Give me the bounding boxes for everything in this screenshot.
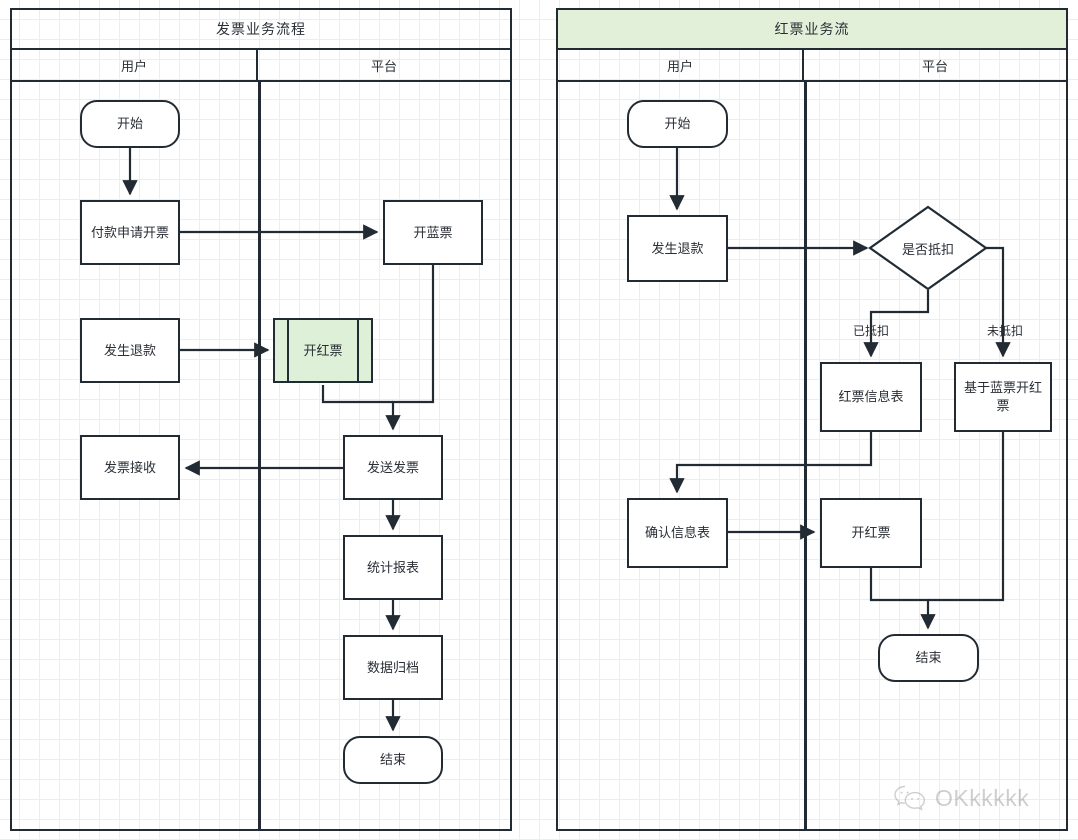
panel-invoice-process: 发票业务流程 用户 平台: [10, 8, 512, 831]
node-label: 红票信息表: [838, 389, 904, 405]
edge-r-redinfo-confirm: [669, 432, 873, 494]
node-label: 开始: [664, 116, 691, 132]
node-invoice-end[interactable]: 结束: [343, 736, 443, 784]
node-invoice-blue[interactable]: 开蓝票: [383, 200, 483, 265]
node-red-start[interactable]: 开始: [627, 100, 728, 148]
watermark: OKkkkkk: [893, 784, 1029, 812]
panel-title-invoice: 发票业务流程: [12, 10, 510, 50]
node-label: 结束: [915, 650, 942, 666]
edge-r-fromblue-end: [928, 432, 1005, 602]
node-invoice-receive[interactable]: 发票接收: [80, 435, 180, 500]
node-red-fromblue[interactable]: 基于蓝票开红票: [954, 362, 1052, 432]
lane-header-invoice-platform: 平台: [258, 50, 510, 82]
edge-r-decision-fromblue: [984, 246, 1011, 358]
watermark-text: OKkkkkk: [935, 784, 1030, 811]
node-label: 基于蓝票开红票: [963, 380, 1042, 413]
node-invoice-send[interactable]: 发送发票: [343, 435, 443, 500]
predefined-process-bar-left: [287, 320, 290, 381]
node-label: 开蓝票: [413, 224, 453, 240]
node-label: 确认信息表: [644, 525, 710, 541]
node-invoice-refund[interactable]: 发生退款: [80, 318, 180, 383]
node-invoice-red[interactable]: 开红票: [273, 318, 373, 383]
node-label: 数据归档: [366, 659, 419, 675]
node-invoice-start[interactable]: 开始: [80, 100, 180, 148]
node-label: 开始: [116, 116, 143, 132]
panel-red-invoice-process: 红票业务流 用户 平台: [556, 8, 1068, 831]
panel-title-red-invoice: 红票业务流: [558, 10, 1066, 50]
node-invoice-report[interactable]: 统计报表: [343, 535, 443, 600]
node-red-end[interactable]: 结束: [878, 634, 979, 682]
edge-r-decision-redinfo: [863, 290, 930, 358]
node-label: 发生退款: [103, 342, 156, 358]
node-label: 发送发票: [366, 459, 419, 475]
diamond-shape: [868, 205, 988, 291]
lane-divider-red: [804, 82, 807, 829]
node-red-decision[interactable]: 是否抵扣: [868, 205, 988, 291]
node-label: 开红票: [851, 525, 891, 541]
node-label: 结束: [379, 752, 406, 768]
lane-header-red-user: 用户: [558, 50, 804, 82]
node-label: 发生退款: [651, 240, 704, 256]
lane-header-red-platform: 平台: [804, 50, 1066, 82]
edge-r-issue-end: [869, 568, 936, 630]
node-label: 发票接收: [103, 459, 156, 475]
node-label: 是否抵扣: [901, 241, 954, 257]
lane-divider-invoice: [258, 82, 261, 829]
predefined-process-bar-right: [356, 320, 359, 381]
node-label: 开红票: [303, 342, 343, 358]
node-red-confirm[interactable]: 确认信息表: [627, 498, 728, 568]
node-invoice-apply[interactable]: 付款申请开票: [80, 200, 180, 265]
node-red-refund[interactable]: 发生退款: [627, 215, 728, 282]
node-red-redinfo[interactable]: 红票信息表: [820, 362, 922, 432]
node-invoice-archive[interactable]: 数据归档: [343, 635, 443, 700]
edge-label-deducted: 已抵扣: [852, 324, 890, 338]
wechat-icon: [894, 785, 926, 811]
edge-red-send: [321, 385, 393, 404]
node-label: 付款申请开票: [90, 224, 169, 240]
edge-label-not-deducted: 未抵扣: [986, 324, 1024, 338]
lane-header-invoice-user: 用户: [12, 50, 258, 82]
node-label: 统计报表: [366, 559, 419, 575]
node-red-issue[interactable]: 开红票: [820, 498, 922, 568]
edge-blue-send: [385, 265, 435, 431]
